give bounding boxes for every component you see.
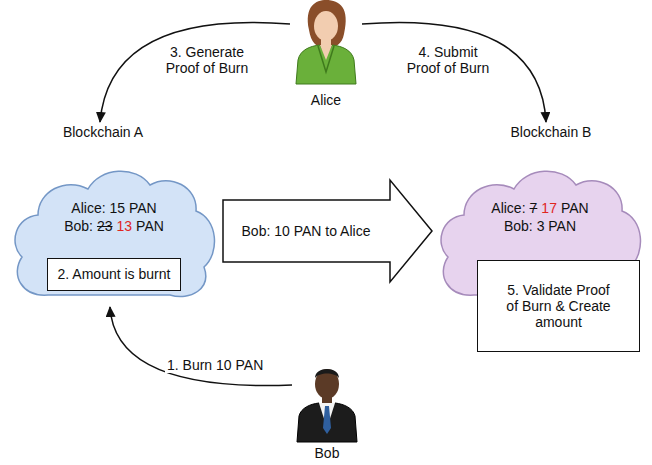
- blockchain-cloud: Blockchain A Alice: 15 PAN Bob:2313PAN 2. A…: [8, 122, 220, 307]
- alice-icon: [296, 0, 356, 84]
- person-node: Bob: [292, 362, 362, 462]
- curved-arrow: [362, 22, 546, 122]
- edge-label: 3. Generate Proof of Burn: [155, 44, 259, 76]
- old-amount: 7: [530, 200, 538, 216]
- balance-line: Alice: 15 PAN: [8, 200, 220, 216]
- balance-text: Bob: 3 PAN: [504, 218, 576, 234]
- box-text: 5. Validate Proof of Burn & Create amoun…: [503, 282, 615, 330]
- balance-text: Bob:: [64, 218, 93, 234]
- balance-text: Alice: 15 PAN: [71, 200, 156, 216]
- curved-arrow: [110, 307, 292, 386]
- balance-line: Bob: 3 PAN: [434, 218, 646, 234]
- new-amount: 13: [117, 218, 133, 234]
- balance-text: PAN: [136, 218, 164, 234]
- balance-line: Alice: 717PAN: [434, 200, 646, 216]
- box-text: 2. Amount is burnt: [58, 266, 171, 282]
- process-box: 5. Validate Proof of Burn & Create amoun…: [477, 260, 640, 352]
- balance-line: Bob:2313PAN: [8, 218, 220, 234]
- bob-icon: [297, 369, 357, 442]
- process-box: 2. Amount is burnt: [47, 258, 181, 291]
- balance-text: PAN: [561, 200, 589, 216]
- node-label: Bob: [292, 445, 362, 461]
- edge-label: 1. Burn 10 PAN: [165, 357, 265, 373]
- node-label: Bob: 10 PAN to Alice: [222, 223, 390, 239]
- old-amount: 23: [97, 218, 113, 234]
- person-node: Alice: [290, 2, 362, 110]
- edge-label: 4. Submit Proof of Burn: [398, 44, 498, 76]
- node-label: Alice: [290, 92, 362, 108]
- block-arrow: Bob: 10 PAN to Alice: [222, 178, 434, 284]
- curved-arrow: [100, 22, 290, 122]
- cloud-heading: Blockchain A: [28, 124, 178, 140]
- balance-text: Alice:: [491, 200, 525, 216]
- new-amount: 17: [541, 200, 557, 216]
- cloud-heading: Blockchain B: [476, 124, 626, 140]
- blockchain-cloud: Blockchain BAlice:717PANBob: 3 PAN5. Val…: [434, 122, 646, 307]
